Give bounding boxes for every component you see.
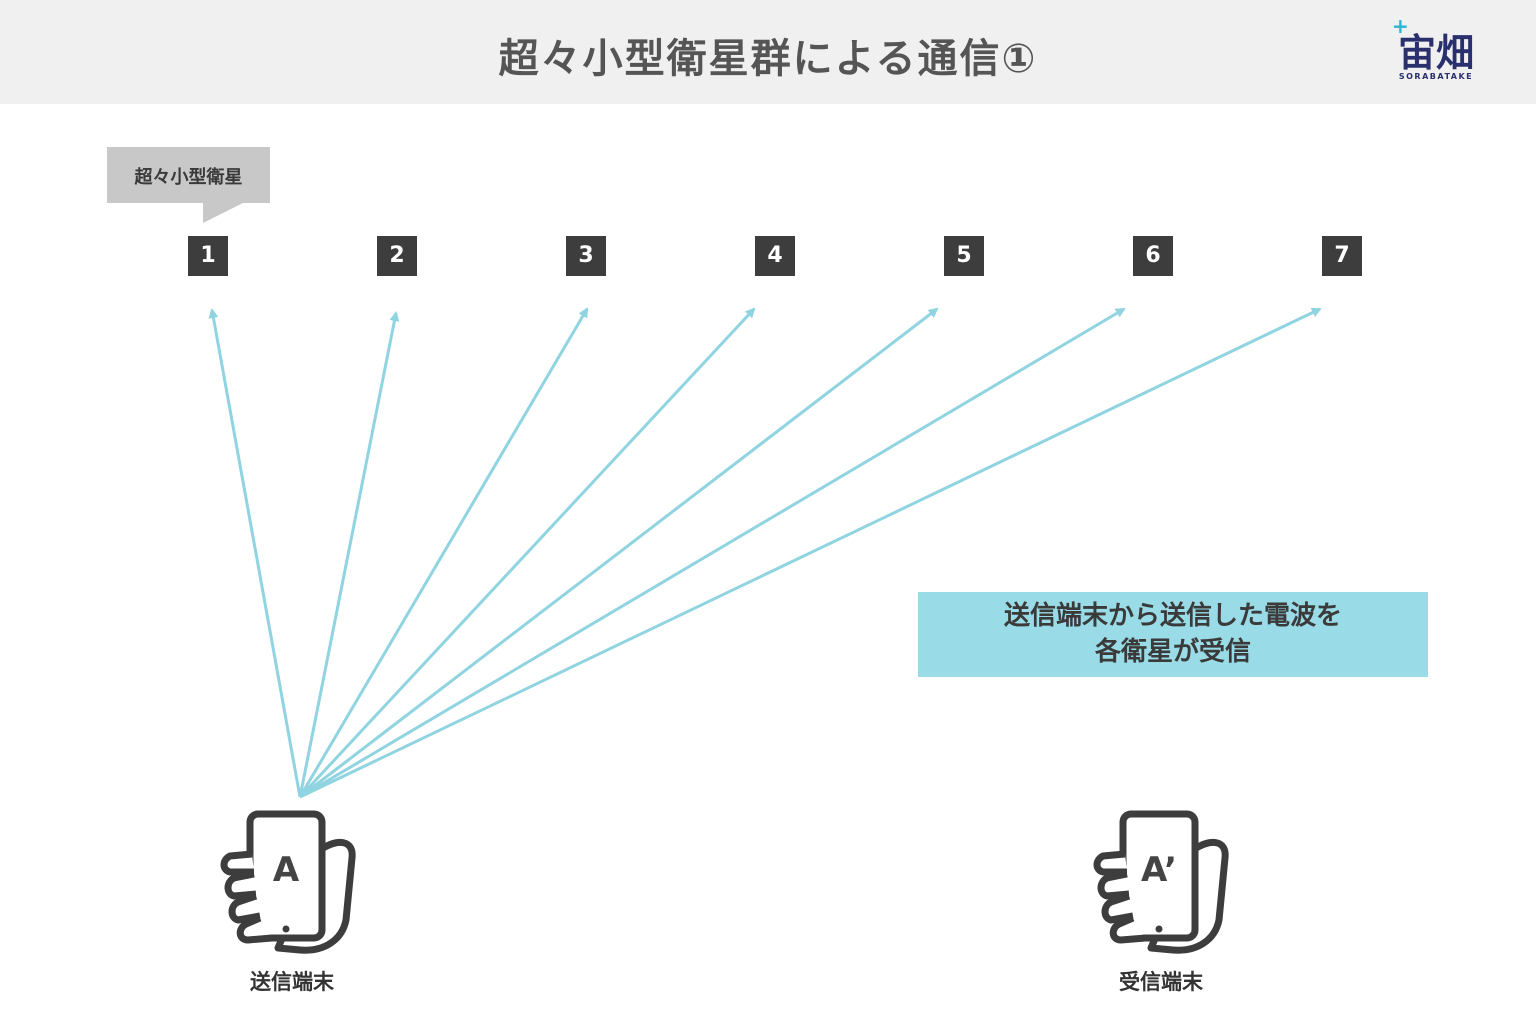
logo-mark: 宙畑 [1397,31,1474,75]
satellite-3: 3 [566,236,606,276]
logo-subtitle: SORABATAKE [1398,72,1474,81]
page-title: 超々小型衛星群による通信① [498,36,1038,82]
arrow-to-satellite-2 [298,311,400,798]
satellite-5: 5 [944,236,984,276]
hand-phone-graphic [220,810,356,954]
sender-phone-icon: A [220,810,360,960]
arrow-to-satellite-3 [298,307,589,798]
satellite-callout: 超々小型衛星 [107,147,270,203]
satellite-1: 1 [188,236,228,276]
hand-phone-graphic [1093,810,1229,954]
callout-tail [203,203,243,223]
satellite-2: 2 [377,236,417,276]
arrow-to-satellite-7 [299,307,1322,799]
receiver-label: 受信端末 [1119,970,1203,994]
sender-label: 送信端末 [250,970,334,994]
arrow-to-satellite-1 [208,308,302,798]
arrow-to-satellite-4 [298,307,756,799]
explanation-line-2: 各衛星が受信 [1094,637,1251,667]
explanation-box: 送信端末から送信した電波を 各衛星が受信 [918,592,1428,677]
header-bar: 超々小型衛星群による通信① + 宙畑 SORABATAKE [0,0,1536,104]
arrow-to-satellite-6 [299,307,1126,799]
satellite-6: 6 [1133,236,1173,276]
satellite-7: 7 [1322,236,1362,276]
explanation-line-1: 送信端末から送信した電波を [1003,601,1342,631]
receiver-letter: A’ [1140,850,1178,890]
receiver-phone-icon: A’ [1093,810,1233,960]
arrow-to-satellite-5 [299,307,939,799]
sorabatake-logo: + 宙畑 SORABATAKE [1384,14,1488,82]
sender-letter: A [272,850,300,890]
satellite-4: 4 [755,236,795,276]
callout-label: 超々小型衛星 [134,167,243,188]
logo-plus-icon: + [1392,14,1409,38]
